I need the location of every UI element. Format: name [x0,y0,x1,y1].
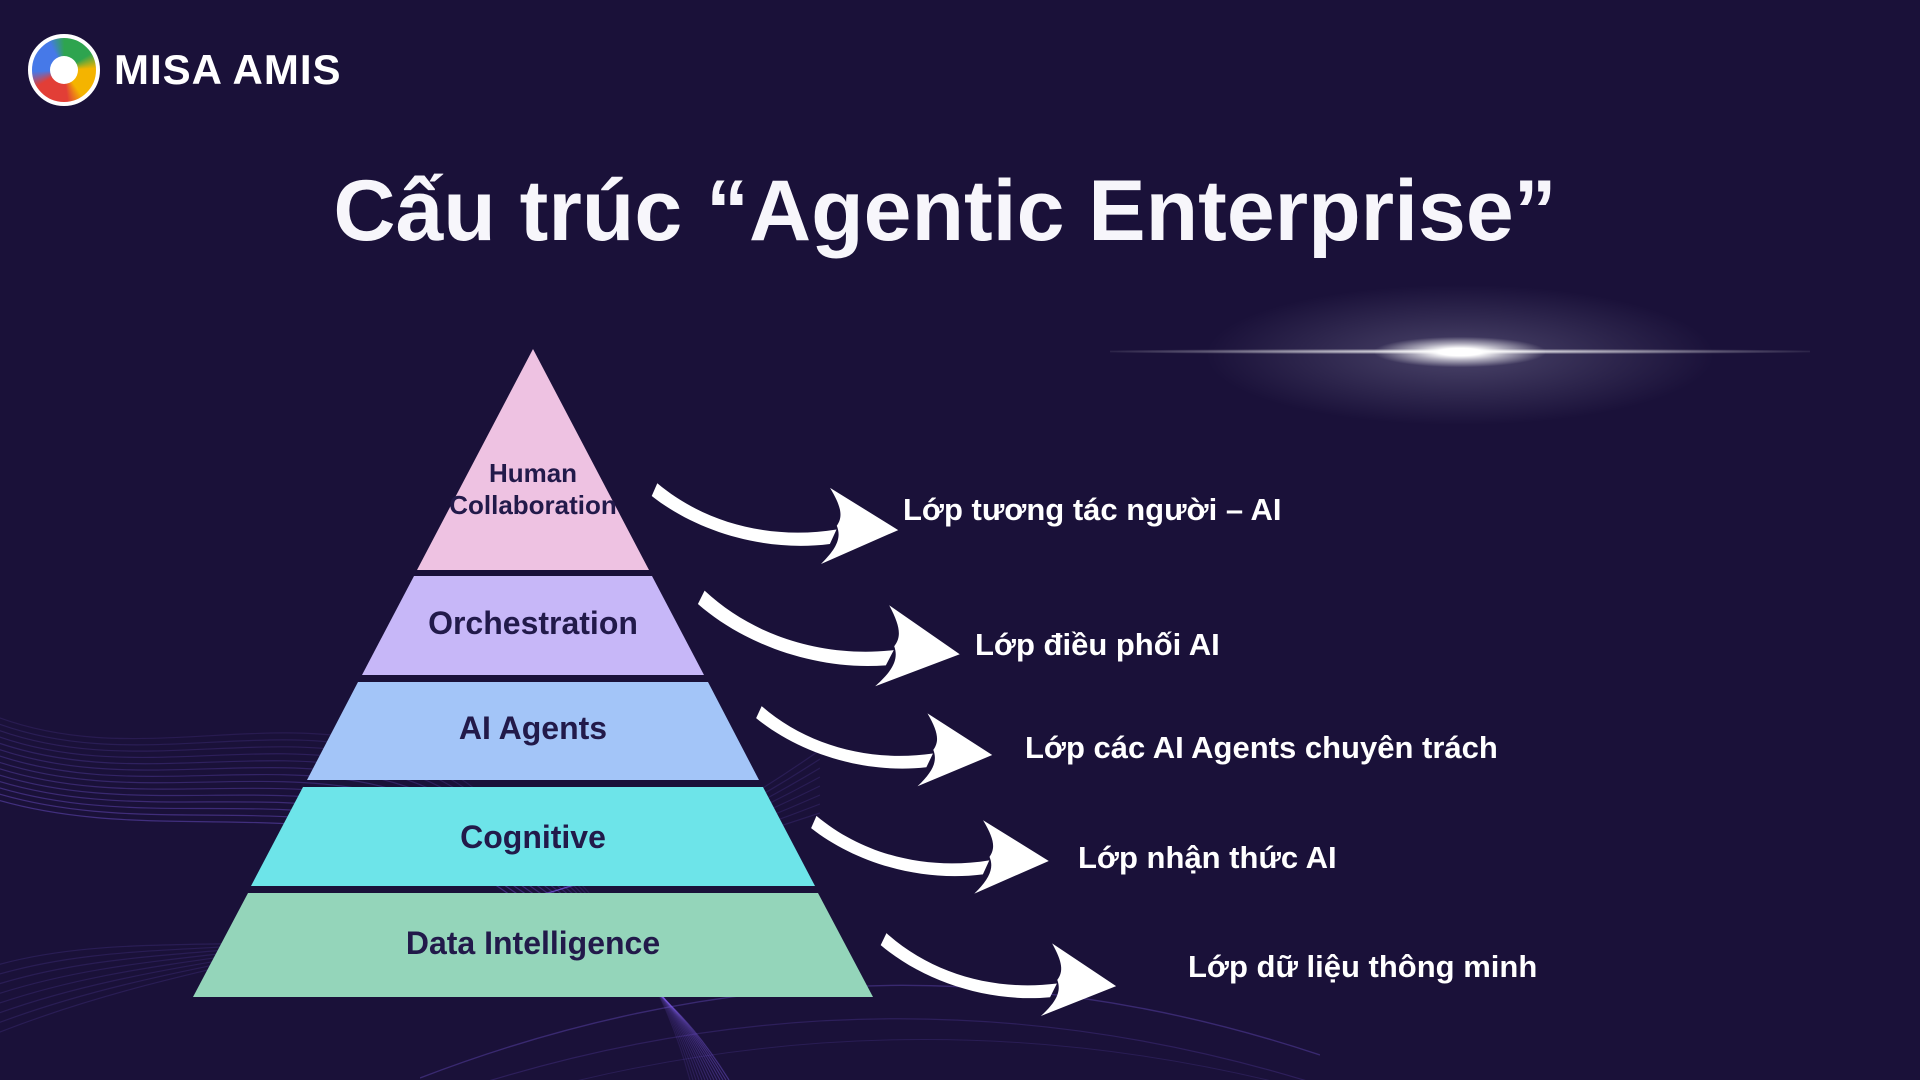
pyramid-layer-cognitive [251,787,815,886]
pyramid-layer-human-collaboration [417,349,649,570]
layer-label-human-collaboration: Human Collaboration [449,458,617,520]
layer-label-ai-agents: AI Agents [458,710,608,746]
lens-flare-beam [1110,349,1810,354]
layer-label-cognitive: Cognitive [460,819,606,855]
annotation-human-collaboration: Lớp tương tác người – AI [903,492,1282,527]
flow-arrow-icon [807,808,1052,899]
pyramid-layer-orchestration [362,576,704,675]
layer-label-orchestration: Orchestration [428,605,638,641]
pyramid-layer-ai-agents [307,682,759,780]
brand-logo: MISA AMIS [28,34,342,106]
pyramid-diagram [193,349,873,997]
annotation-ai-agents: Lớp các AI Agents chuyên trách [1025,730,1498,765]
brand-name: MISA AMIS [114,46,342,93]
annotation-orchestration: Lớp điều phối AI [975,627,1220,662]
title-wrap: Cấu trúc “Agentic Enterprise” [0,162,1920,261]
lens-flare-core [1375,337,1545,367]
annotation-cognitive: Lớp nhận thức AI [1078,840,1337,875]
lens-flare-glow [1170,275,1750,435]
lens-flare-decoration [1110,275,1810,435]
misa-shutter-logo-icon [28,34,100,106]
pyramid-layer-data-intelligence [193,893,873,997]
annotation-data-intelligence: Lớp dữ liệu thông minh [1188,949,1538,984]
flow-arrow-icon [647,475,901,570]
layer-label-data-intelligence: Data Intelligence [405,925,661,961]
page-title: Cấu trúc “Agentic Enterprise” [333,163,1557,259]
flow-arrow-icon [875,925,1120,1024]
